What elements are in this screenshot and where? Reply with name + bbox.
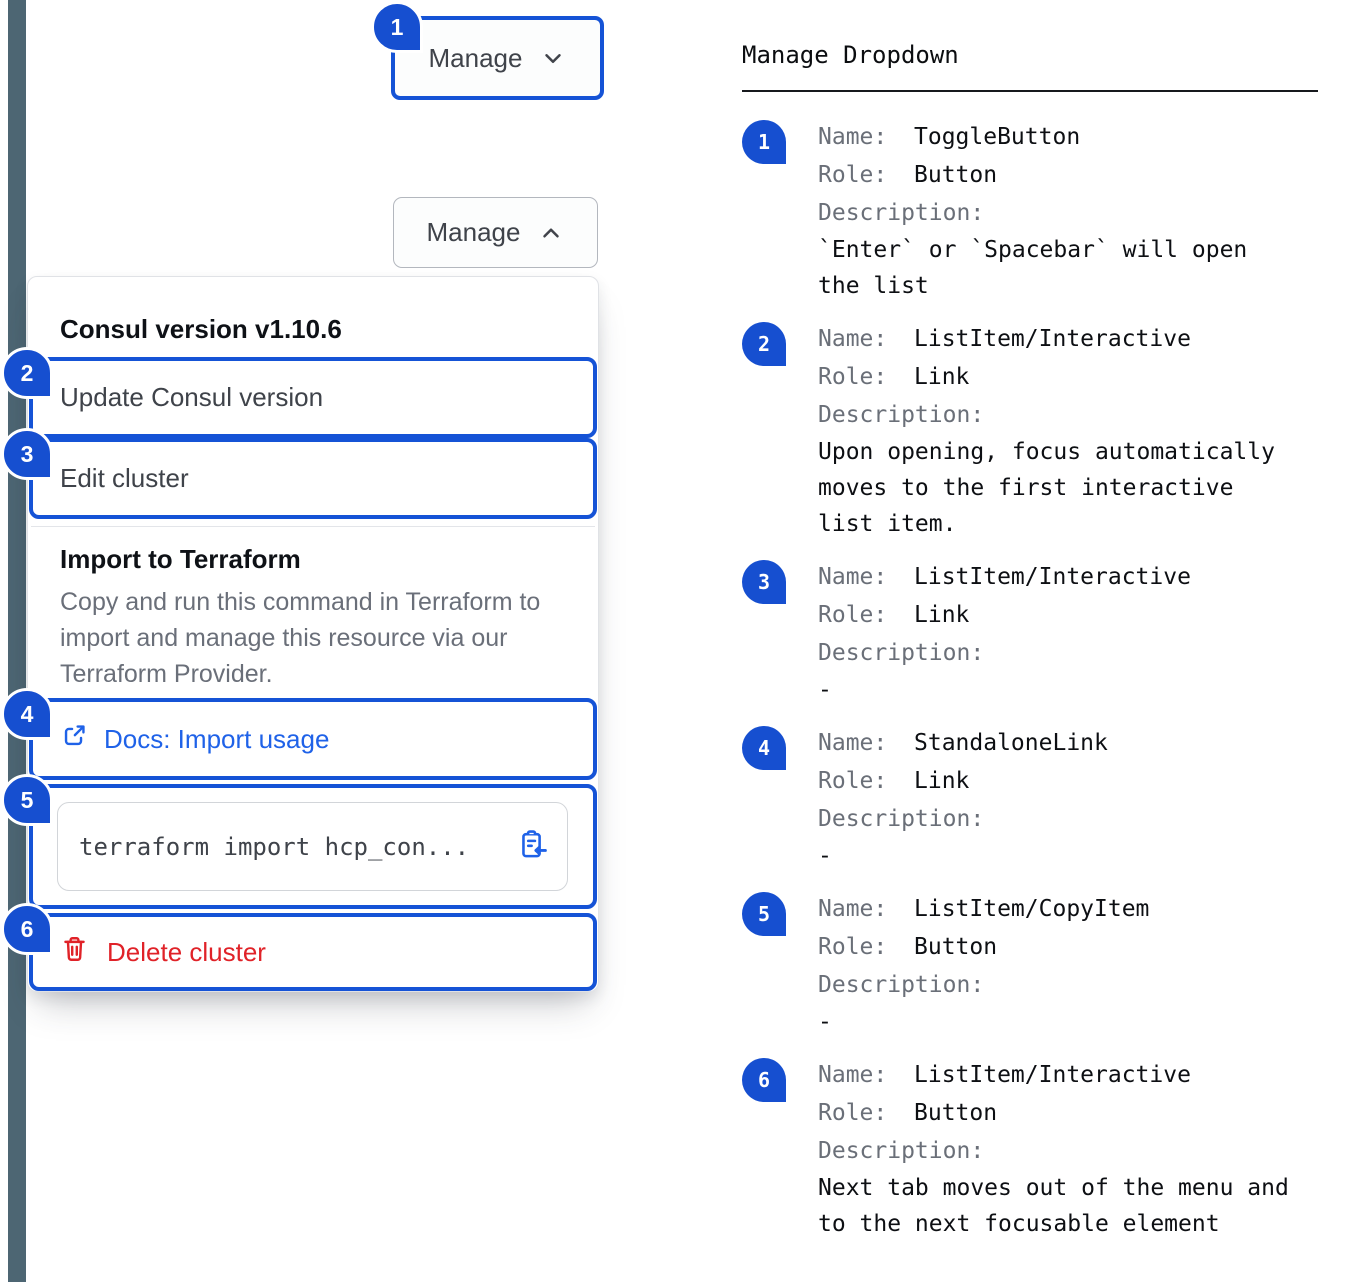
legend-entry-2: 2 Name: ListItem/Interactive Role: Link De… [742,320,1322,542]
clipboard-copy-icon[interactable] [517,829,548,865]
delete-cluster-item[interactable]: Delete cluster [29,913,597,991]
role-value: Link [914,364,970,390]
role-value: Button [914,162,998,188]
role-value: Link [914,768,970,794]
description-label: Description: [818,640,985,666]
legend-badge-4: 4 [742,726,786,770]
chevron-down-icon [540,45,566,71]
role-label: Role: [818,364,888,390]
edit-cluster-label: Edit cluster [60,463,189,493]
update-consul-version-item[interactable]: Update Consul version [29,357,597,438]
name-label: Name: [818,124,888,150]
description-value: Upon opening, focus automatically moves … [818,439,1275,537]
docs-link-label: Docs: Import usage [104,723,330,754]
terraform-command-field[interactable]: terraform import hcp_con... [57,802,568,891]
menu-section-divider [31,526,595,527]
annotation-badge-6: 6 [1,903,53,955]
left-edge-strip [8,0,26,1282]
terraform-command-text: terraform import hcp_con... [79,832,470,861]
legend-badge-6: 6 [742,1058,786,1102]
name-value: StandaloneLink [914,730,1108,756]
role-label: Role: [818,162,888,188]
legend-badge-5: 5 [742,892,786,936]
description-value: Next tab moves out of the menu and to th… [818,1175,1289,1237]
annotation-badge-2: 2 [1,347,53,399]
role-label: Role: [818,1100,888,1126]
external-link-icon [60,721,89,757]
name-label: Name: [818,730,888,756]
role-value: Link [914,602,970,628]
legend-entry-6: 6 Name:ListItem/Interactive Role:Button … [742,1056,1322,1242]
legend-entry-5: 5 Name: ListItem/CopyItem Role: Button Des… [742,890,1322,1040]
name-value: ListItem/Interactive [914,1062,1191,1088]
description-value: `Enter` or `Spacebar` will open the list [818,237,1248,299]
annotation-badge-5: 5 [1,774,53,826]
legend-entry-1: 1 Name: ToggleButton Role: Button Descript… [742,118,1322,304]
delete-cluster-label: Delete cluster [107,936,266,967]
description-label: Description: [818,200,985,226]
manage-toggle-label: Manage [428,42,523,73]
annotation-badge-1: 1 [371,1,423,53]
description-value: - [818,1009,832,1035]
import-description: Copy and run this command in Terraform t… [60,588,541,688]
role-label: Role: [818,602,888,628]
role-label: Role: [818,934,888,960]
legend-badge-2: 2 [742,322,786,366]
legend-entry-3: 3 Name: ListItem/Interactive Role: Link De… [742,558,1322,708]
name-value: ListItem/CopyItem [914,896,1150,922]
edit-cluster-item[interactable]: Edit cluster [29,438,597,519]
description-value: - [818,843,832,869]
name-label: Name: [818,326,888,352]
legend-panel: Manage Dropdown 1 Name: ToggleButton Role… [742,40,1322,1242]
copy-command-item[interactable]: terraform import hcp_con... [29,784,597,909]
name-value: ToggleButton [914,124,1081,150]
annotation-badge-4: 4 [1,688,53,740]
legend-badge-3: 3 [742,560,786,604]
name-value: ListItem/Interactive [914,564,1191,590]
description-value: - [818,677,832,703]
description-label: Description: [818,1138,985,1164]
docs-import-usage-link[interactable]: Docs: Import usage [29,698,597,780]
legend-title: Manage Dropdown [742,41,959,69]
role-label: Role: [818,768,888,794]
name-value: ListItem/Interactive [914,326,1191,352]
legend-entry-4: 4 Name: StandaloneLink Role: Link Descript… [742,724,1322,874]
description-label: Description: [818,972,985,998]
manage-toggle-button-closed[interactable]: Manage [391,16,604,100]
name-label: Name: [818,1062,888,1088]
update-consul-version-label: Update Consul version [60,382,324,412]
legend-entries: 1 Name: ToggleButton Role: Button Descript… [742,118,1322,1242]
manage-toggle-button-open[interactable]: Manage [393,197,598,268]
role-value: Button [914,1100,998,1126]
manage-toggle-label: Manage [426,217,521,247]
annotation-badge-3: 3 [1,428,53,480]
consul-version-header: Consul version v1.10.6 [60,314,342,344]
legend-badge-1: 1 [742,120,786,164]
role-value: Button [914,934,998,960]
chevron-up-icon [538,220,564,246]
trash-icon [60,934,89,970]
name-label: Name: [818,896,888,922]
description-label: Description: [818,402,985,428]
name-label: Name: [818,564,888,590]
legend-rule [742,90,1318,92]
import-to-terraform-header: Import to Terraform [60,544,301,574]
description-label: Description: [818,806,985,832]
